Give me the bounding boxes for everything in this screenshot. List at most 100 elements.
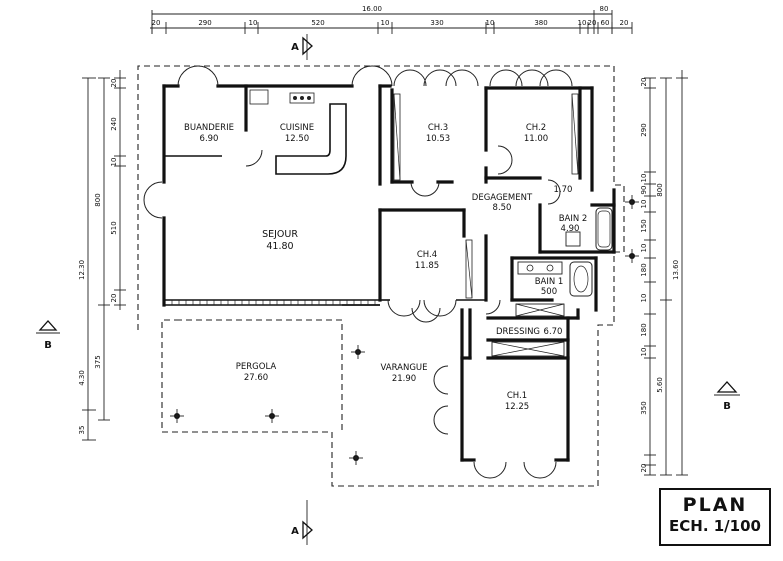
- door-swing: [523, 461, 557, 479]
- dim-left-total: 12.30: [78, 260, 86, 280]
- post-marker: [265, 409, 279, 423]
- room-bain2-name: BAIN 2: [559, 214, 588, 224]
- section-b-left: B: [36, 320, 60, 351]
- room-dressing-name: DRESSING: [496, 327, 540, 337]
- section-a-label-top: A: [291, 42, 299, 53]
- door-swing: [387, 299, 421, 317]
- room-bain2-area: 4.90: [561, 224, 580, 234]
- room-ch4-area: 11.85: [415, 261, 439, 271]
- dim-right-mid-0: 800: [656, 183, 664, 196]
- dim-right-in-10: 10: [640, 348, 648, 357]
- dim-top-8: 10: [578, 19, 587, 27]
- room-degagement-area: 8.50: [493, 203, 512, 213]
- door-swing: [547, 179, 561, 205]
- wardrobes: [393, 93, 579, 299]
- section-a-top: A: [291, 34, 313, 60]
- dim-right-in-2: 10: [640, 174, 648, 183]
- room-cuisine-name: CUISINE: [280, 123, 314, 133]
- dim-left-mid-0: 800: [94, 193, 102, 206]
- door-swing: [433, 365, 449, 395]
- dim-right-in-1: 290: [640, 123, 648, 136]
- title-main: PLAN: [682, 494, 748, 516]
- dim-top-2: 10: [249, 19, 258, 27]
- room-ch4-name: CH.4: [417, 250, 437, 260]
- dim-left-in-0: 20: [110, 79, 118, 88]
- dim-left-mid-1: 375: [94, 355, 102, 368]
- section-b-label-left: B: [44, 340, 52, 351]
- dim-right-in-8: 10: [640, 294, 648, 303]
- dim-top-1: 290: [198, 19, 211, 27]
- room-cuisine-area: 12.50: [285, 134, 309, 144]
- post-marker: [349, 451, 363, 465]
- dim-left-lower: 4.30: [78, 370, 86, 386]
- room-ch2-area: 11.00: [524, 134, 548, 144]
- room-ch1-area: 12.25: [505, 402, 529, 412]
- door-swing: [485, 299, 501, 315]
- sejour-windows: [171, 300, 376, 305]
- section-b-label-right: B: [723, 401, 731, 412]
- room-ch1-name: CH.1: [507, 391, 527, 401]
- post-marker: [625, 249, 639, 263]
- room-bain1-area: 500: [541, 287, 557, 297]
- left-dimensions: 12.30 4.30 35 800 375 20 240 10 510 20: [78, 70, 126, 441]
- post-marker: [170, 409, 184, 423]
- door-swing: [177, 65, 219, 87]
- dim-left-bottom: 35: [78, 426, 86, 435]
- right-dimensions: 20 290 10 90 10 150 10 180 10 180 10 350…: [640, 70, 688, 476]
- room-labels: BUANDERIE 6.90 CUISINE 12.50 CH.3 10.53 …: [184, 123, 587, 412]
- title-block: PLAN ECH. 1/100: [659, 488, 771, 546]
- dim-right-in-12: 20: [640, 464, 648, 473]
- dim-right-in-9: 180: [640, 323, 648, 336]
- dim-right-in-7: 180: [640, 263, 648, 276]
- room-dressing-area: 6.70: [544, 327, 563, 337]
- room-pergola-area: 27.60: [244, 373, 268, 383]
- room-varangue-area: 21.90: [392, 374, 416, 384]
- fixtures: [249, 89, 613, 297]
- door-swing: [489, 69, 523, 87]
- dim-left-in-3: 510: [110, 221, 118, 234]
- dim-top-5: 330: [430, 19, 443, 27]
- room-degagement-name: DEGAGEMENT: [472, 193, 533, 203]
- dim-top-4: 10: [381, 19, 390, 27]
- dim-right-in-3: 90: [640, 186, 648, 195]
- dim-right-in-5: 150: [640, 219, 648, 232]
- dim-left-in-4: 20: [110, 294, 118, 303]
- door-swing: [393, 69, 427, 87]
- dim-top-right: 80: [600, 5, 609, 13]
- dim-top-6: 10: [486, 19, 495, 27]
- room-varangue-name: VARANGUE: [381, 363, 428, 373]
- room-buanderie-area: 6.90: [200, 134, 219, 144]
- door-swing: [143, 181, 163, 219]
- title-scale: ECH. 1/100: [669, 517, 761, 535]
- dim-top-0: 20: [152, 19, 161, 27]
- room-pergola-name: PERGOLA: [236, 362, 277, 372]
- top-dimensions: 16.00 80 20 290 10 520 10 330 10 380 10 …: [150, 5, 633, 34]
- section-b-right: B: [714, 381, 740, 412]
- room-ch3-name: CH.3: [428, 123, 448, 133]
- room-sejour-name: SEJOUR: [262, 229, 298, 240]
- dim-top-11: 20: [620, 19, 629, 27]
- dim-top-total: 16.00: [362, 5, 382, 13]
- door-swing: [351, 65, 393, 87]
- door-swing: [497, 145, 513, 175]
- dim-top-3: 520: [311, 19, 324, 27]
- dressing-storage: [491, 303, 565, 357]
- dim-top-9: 20: [588, 19, 597, 27]
- dim-right-in-6: 10: [640, 244, 648, 253]
- dim-left-in-1: 240: [110, 117, 118, 130]
- dim-right-total: 13.60: [672, 260, 680, 280]
- room-ch3-area: 10.53: [426, 134, 450, 144]
- post-marker: [625, 195, 639, 209]
- dim-left-in-2: 10: [110, 158, 118, 167]
- doors: [143, 65, 573, 479]
- door-swing: [423, 299, 457, 317]
- door-swing: [433, 405, 449, 435]
- door-swing: [410, 181, 440, 197]
- dim-right-in-11: 350: [640, 401, 648, 414]
- dim-right-in-4: 10: [640, 200, 648, 209]
- dim-right-in-0: 20: [640, 78, 648, 87]
- section-a-label-bottom: A: [291, 526, 299, 537]
- dim-top-10: 60: [601, 19, 610, 27]
- room-bain1-name: BAIN 1: [535, 277, 564, 287]
